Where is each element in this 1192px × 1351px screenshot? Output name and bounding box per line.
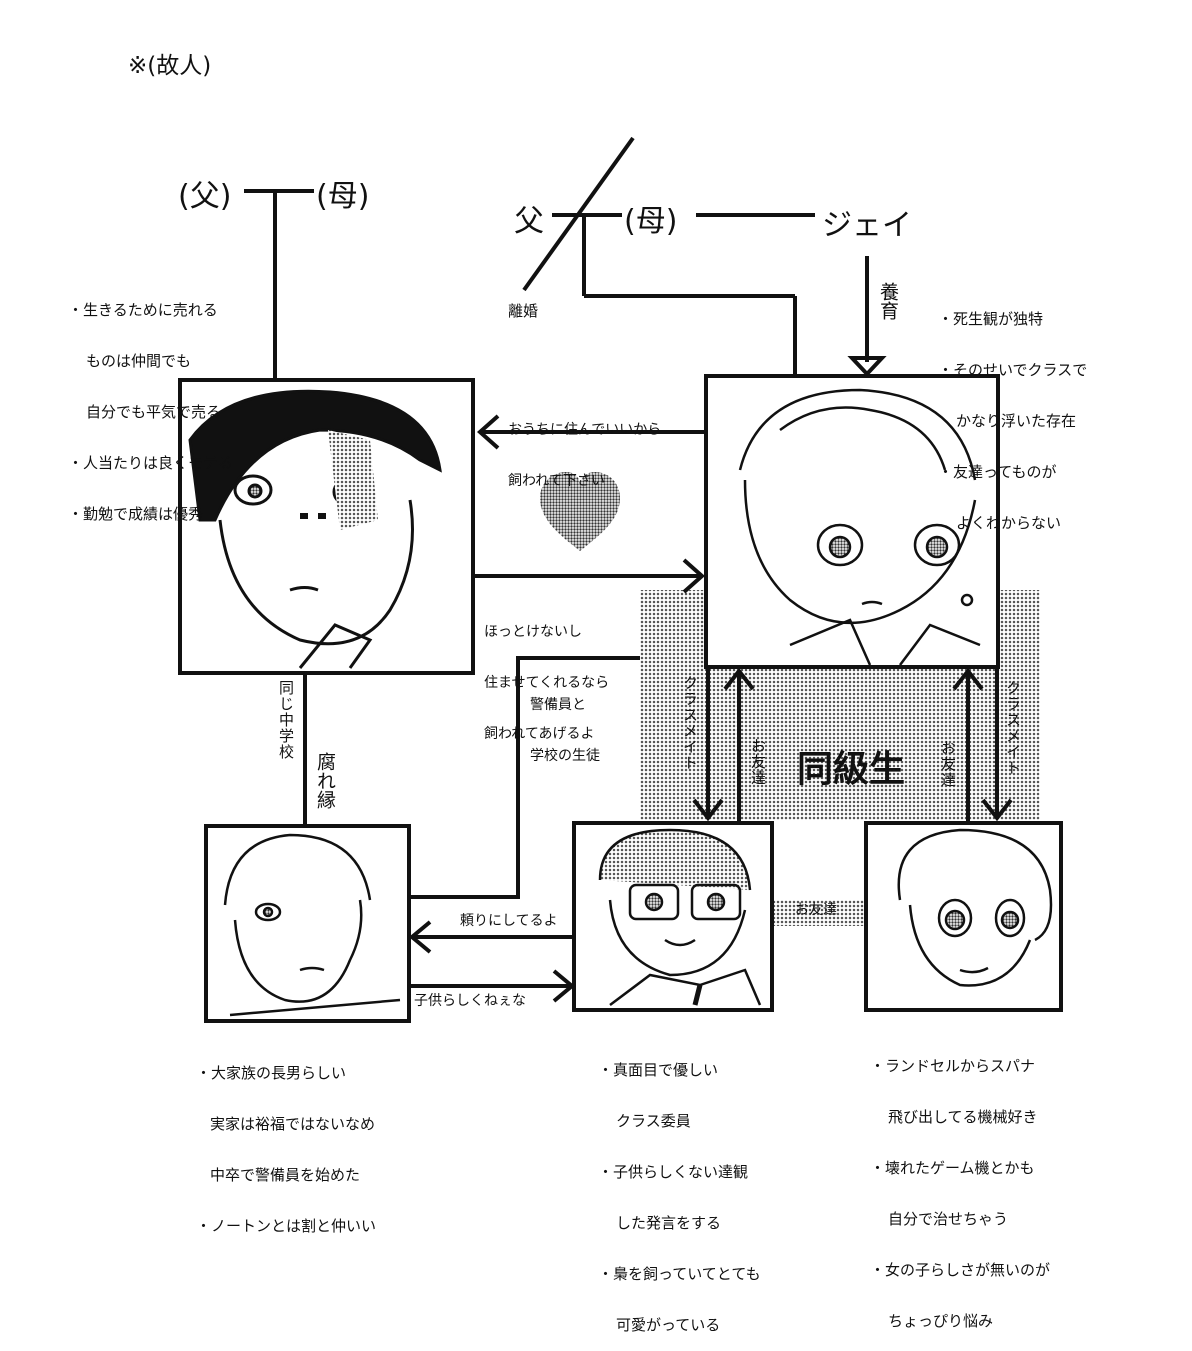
deceased-note: ※(故人)	[128, 53, 212, 79]
left-to-right-label: ほっとけないし 住ませてくれるなら 飼われてあげるよ	[484, 590, 609, 760]
right-mother-label: (母)	[624, 204, 678, 239]
relation-line: 飼われてあげるよ	[484, 726, 595, 742]
friend-bottom-label: お友達	[795, 902, 837, 918]
relation-line: ほっとけないし	[484, 624, 582, 640]
bottom-mid-notes: ・真面目で優しい クラス委員 ・子供らしくない達観 した発言をする ・梟を飼って…	[598, 1028, 761, 1351]
note-line: 自分で治せちゃう	[888, 1210, 1009, 1228]
connection-lines	[303, 656, 640, 899]
note-line: ・勤勉で成績は優秀	[68, 505, 204, 523]
note-line: ・大家族の長男らしい	[196, 1064, 347, 1082]
relation-line: 警備員と	[530, 697, 586, 713]
note-line: 飛び出してる機械好き	[888, 1108, 1038, 1126]
right-father-label: 父	[514, 204, 544, 239]
note-line: ・女の子らしさが無いのが	[870, 1261, 1051, 1279]
character-bottom-right	[897, 828, 1053, 987]
classmate-right-label: クラスメイト	[1004, 680, 1022, 776]
relation-line: 飼われて下さい	[508, 473, 605, 489]
bottom-arrows	[408, 920, 576, 1003]
top-right-notes: ・死生観が独特 ・そのせいでクラスで かなり浮いた存在 ・友達ってものが よくわ…	[938, 277, 1087, 549]
character-bottom-mid	[598, 828, 762, 1006]
right-family-lines	[522, 136, 869, 374]
bad-bond-label: 腐れ縁	[314, 752, 336, 809]
nose-mark-2	[318, 513, 326, 519]
left-family-lines	[244, 189, 314, 378]
bottom-left-notes: ・大家族の長男らしい 実家は裕福ではないなめ 中卒で警備員を始めた ・ノートンと…	[196, 1031, 376, 1252]
relying-label: 頼りにしてるよ	[460, 913, 558, 929]
note-line: ・子供らしくない達観	[598, 1163, 749, 1181]
note-line: ・そのせいでクラスで	[938, 361, 1088, 379]
note-line: ・死生観が独特	[938, 310, 1044, 328]
right-to-left-label: おうちに住んでいいから 飼われて下さい	[508, 388, 661, 507]
note-line: ・真面目で優しい	[598, 1061, 719, 1079]
classmate-arrows	[692, 667, 1013, 823]
heart-icon	[540, 472, 620, 551]
classmate-left-label: クラスメイト	[681, 675, 699, 771]
character-top-left	[188, 389, 442, 669]
note-line: ・ランドセルからスパナ	[870, 1057, 1036, 1075]
top-relationship-arrows	[473, 414, 706, 594]
note-line: ・人当たりは良くモテる	[68, 454, 234, 472]
adoption-label: 養育	[877, 282, 899, 320]
friend-left-label: お友達	[749, 738, 767, 786]
note-line: ・生きるために売れる	[68, 301, 218, 319]
note-line: ものは仲間でも	[86, 352, 192, 370]
not-childlike-label: 子供らしくねぇな	[414, 993, 526, 1009]
note-line: ・ノートンとは割と仲いい	[196, 1217, 377, 1235]
relation-line: 住ませてくれるなら	[484, 675, 610, 691]
note-line: ちょっぴり悩み	[888, 1312, 994, 1330]
adoption-arrowhead	[847, 356, 887, 377]
note-line: よくわからない	[956, 514, 1062, 532]
note-line: ・梟を飼っていてとても	[598, 1265, 761, 1283]
relation-line: おうちに住んでいいから	[508, 422, 662, 438]
divorce-label: 離婚	[508, 302, 539, 320]
character-bottom-left	[223, 833, 401, 1017]
jay-label: ジェイ	[822, 208, 912, 243]
nose-mark	[300, 513, 308, 519]
note-line: 自分でも平気で売る	[86, 403, 222, 421]
same-middle-school-label: 同じ中学校	[277, 680, 295, 760]
left-mother-label: (母)	[316, 179, 370, 214]
note-line: ・壊れたゲーム機とかも	[870, 1159, 1035, 1177]
note-line: した発言をする	[616, 1214, 722, 1232]
relationship-diagram	[178, 136, 1063, 1023]
note-line: 中卒で警備員を始めた	[210, 1166, 361, 1184]
note-line: クラス委員	[616, 1112, 691, 1130]
top-left-notes: ・生きるために売れる ものは仲間でも 自分でも平気で売る ・人当たりは良くモテる…	[68, 268, 233, 540]
guard-student-label: 警備員と 学校の生徒	[530, 663, 600, 782]
relation-line: 学校の生徒	[530, 748, 600, 764]
note-line: 可愛がっている	[616, 1316, 721, 1334]
left-father-label: (父)	[178, 179, 232, 214]
classmates-banner: 同級生	[797, 749, 906, 790]
bottom-right-notes: ・ランドセルからスパナ 飛び出してる機械好き ・壊れたゲーム機とかも 自分で治せ…	[870, 1024, 1050, 1347]
friend-right-label: お友達	[939, 740, 957, 788]
note-line: 実家は裕福ではないなめ	[210, 1115, 376, 1133]
friend-tone-band	[770, 900, 870, 926]
note-line: かなり浮いた存在	[956, 412, 1077, 430]
note-line: ・友達ってものが	[938, 463, 1057, 481]
character-top-right	[738, 388, 981, 666]
